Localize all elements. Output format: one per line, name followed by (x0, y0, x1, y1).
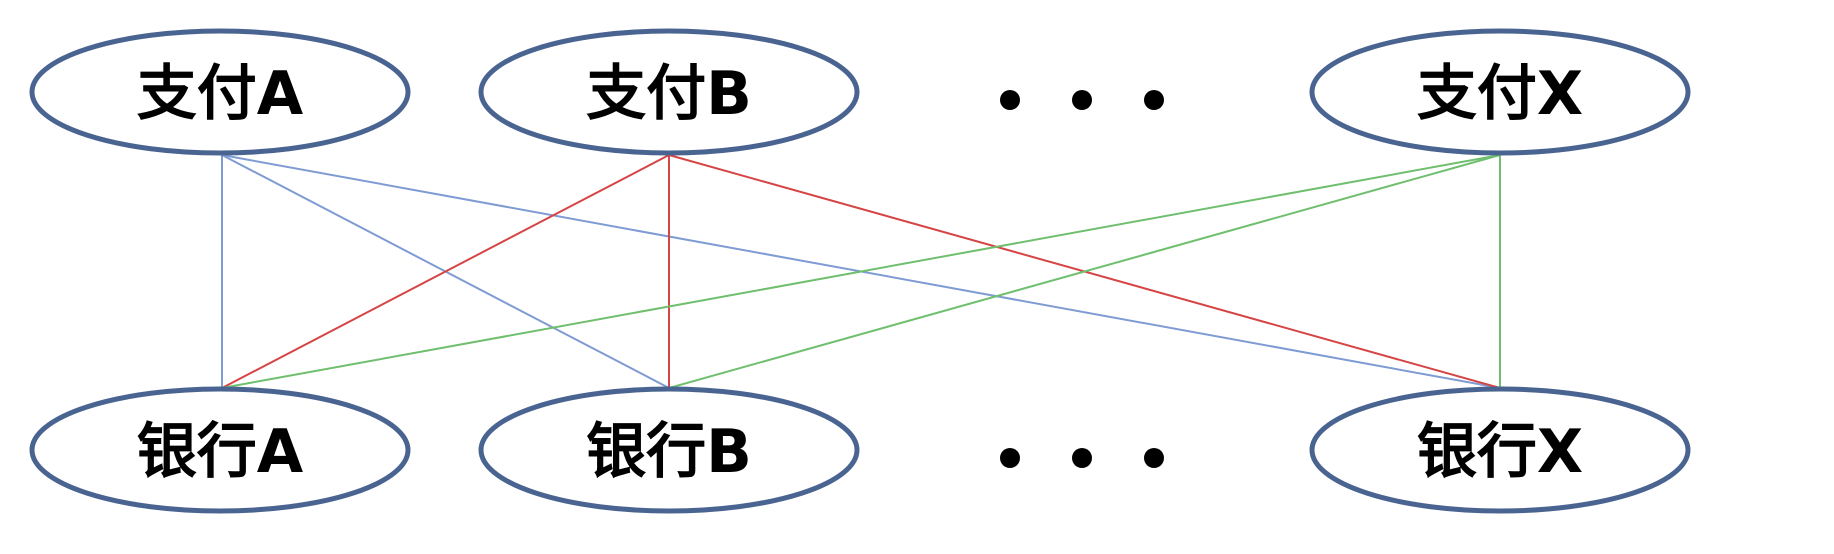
node-label: 银行A (137, 417, 304, 487)
node-label: 支付A (137, 59, 304, 129)
node-label: 银行X (1417, 417, 1583, 487)
ellipsis-bottom (1000, 448, 1164, 468)
node-bank-a: 银行A (29, 386, 411, 514)
node-label: 银行B (586, 417, 752, 487)
node-pay-a: 支付A (29, 28, 411, 156)
edge-pay-x-to-bank-a (221, 154, 1501, 389)
ellipsis-dot (1072, 90, 1092, 110)
node-bank-x: 银行X (1309, 386, 1691, 514)
ellipsis-dot (1072, 448, 1092, 468)
edge-pay-b-to-bank-a (221, 154, 670, 389)
ellipsis-dot (1144, 90, 1164, 110)
ellipsis-dot (1144, 448, 1164, 468)
node-label: 支付B (586, 59, 752, 129)
edge-pay-x-to-bank-b (668, 154, 1501, 389)
node-label: 支付X (1417, 59, 1583, 129)
node-bank-b: 银行B (478, 386, 860, 514)
node-pay-x: 支付X (1309, 28, 1691, 156)
ellipsis-dot (1000, 90, 1020, 110)
edges (221, 154, 1501, 389)
ellipsis-top (1000, 90, 1164, 110)
ellipsis-dot (1000, 448, 1020, 468)
node-pay-b: 支付B (478, 28, 860, 156)
